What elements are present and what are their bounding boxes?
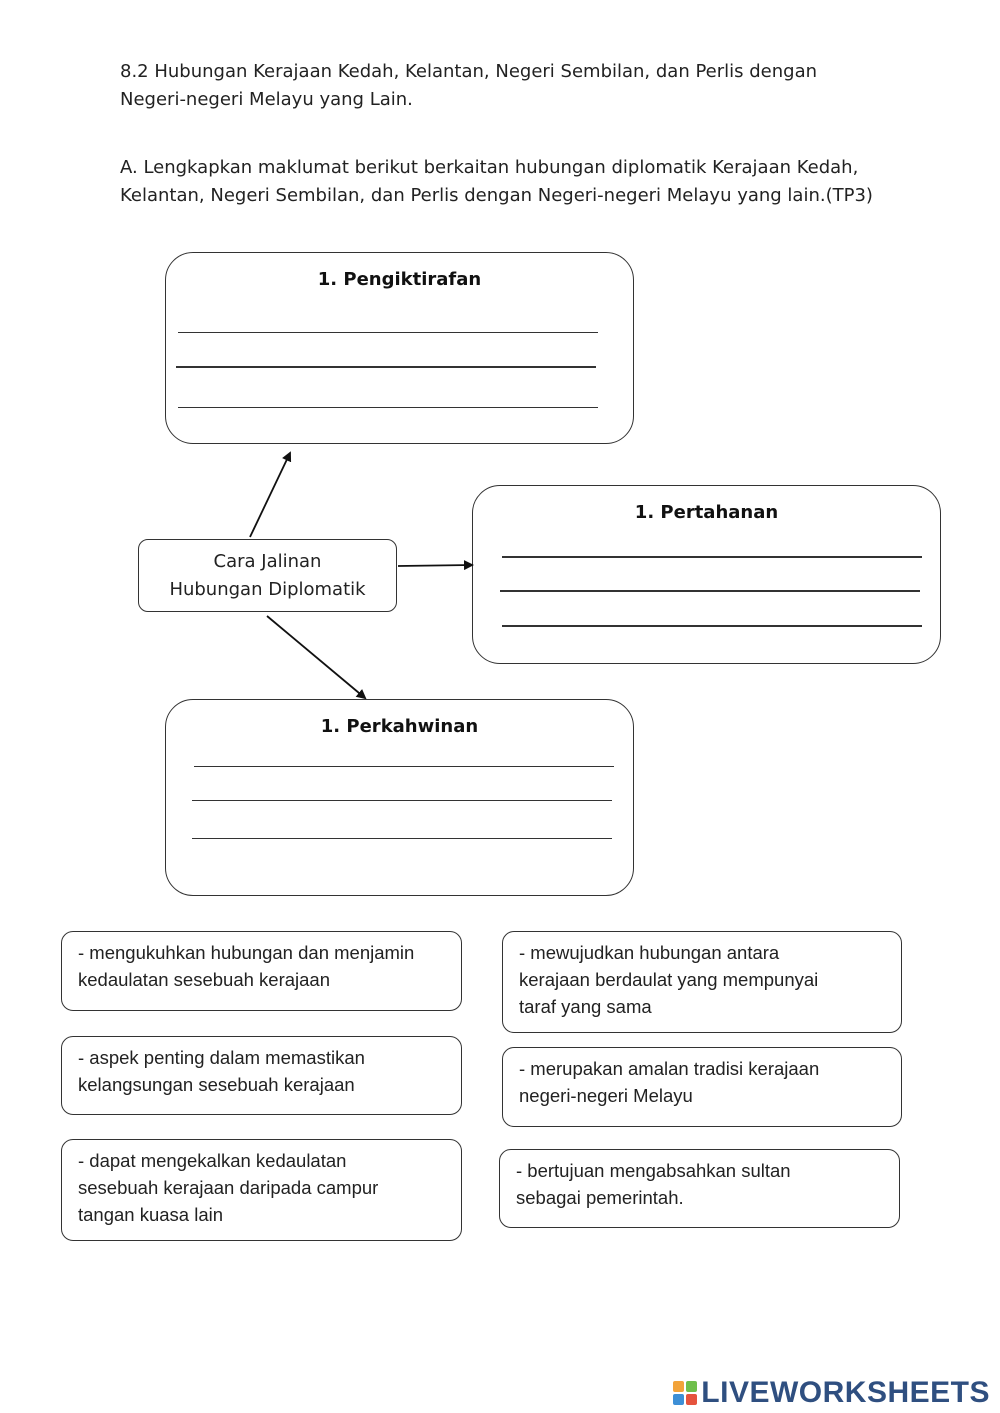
answer-text-line: - bertujuan mengabsahkan sultan <box>516 1160 791 1181</box>
answer-text-line: kerajaan berdaulat yang mempunyai <box>519 969 819 990</box>
box-pengiktirafan-title: 1. Pengiktirafan <box>317 269 482 290</box>
logo-icon <box>673 1381 698 1405</box>
answer-text-line: - dapat mengekalkan kedaulatan <box>78 1150 347 1171</box>
instruction-text: A. Lengkapkan maklumat berikut berkaitan… <box>120 154 873 210</box>
arrow-to-pertahanan <box>397 560 474 571</box>
box-pertahanan: 1. Pertahanan <box>472 485 941 664</box>
answer-text-line: - merupakan amalan tradisi kerajaan <box>519 1058 820 1079</box>
answer-text-line: kedaulatan sesebuah kerajaan <box>78 969 330 990</box>
box-pengiktirafan: 1. Pengiktirafan <box>165 252 634 444</box>
answer-text-line: sesebuah kerajaan daripada campur <box>78 1177 379 1198</box>
arrow-to-perkahwinan <box>266 615 367 700</box>
answer-line[interactable] <box>502 556 922 558</box>
instruction-line-1: A. Lengkapkan maklumat berikut berkaitan… <box>120 157 859 178</box>
answer-line[interactable] <box>178 332 598 333</box>
answer-text-line: - aspek penting dalam memastikan <box>78 1047 365 1068</box>
answer-text-line: tangan kuasa lain <box>78 1204 224 1225</box>
box-perkahwinan: 1. Perkahwinan <box>165 699 634 896</box>
answer-card-right-2[interactable]: - merupakan amalan tradisi kerajaan nege… <box>502 1047 902 1127</box>
center-node-line-1: Cara Jalinan <box>213 551 322 572</box>
answer-line[interactable] <box>502 625 922 627</box>
brand-text: LIVEWORKSHEETS <box>701 1376 990 1409</box>
answer-line[interactable] <box>500 590 920 592</box>
answer-text-line: negeri-negeri Melayu <box>519 1085 693 1106</box>
box-perkahwinan-title: 1. Perkahwinan <box>320 716 479 737</box>
answer-card-right-1[interactable]: - mewujudkan hubungan antara kerajaan be… <box>502 931 902 1033</box>
answer-text-line: kelangsungan sesebuah kerajaan <box>78 1074 355 1095</box>
section-title-line-1: 8.2 Hubungan Kerajaan Kedah, Kelantan, N… <box>120 61 818 82</box>
liveworksheets-logo: LIVEWORKSHEETS <box>673 1376 990 1410</box>
instruction-line-2: Kelantan, Negeri Sembilan, dan Perlis de… <box>120 185 873 206</box>
answer-line[interactable] <box>192 838 612 839</box>
answer-card-left-1[interactable]: - mengukuhkan hubungan dan menjamin keda… <box>61 931 462 1011</box>
answer-card-left-2[interactable]: - aspek penting dalam memastikan kelangs… <box>61 1036 462 1115</box>
center-node: Cara Jalinan Hubungan Diplomatik <box>138 539 397 612</box>
box-pertahanan-title: 1. Pertahanan <box>634 502 779 523</box>
section-title-line-2: Negeri-negeri Melayu yang Lain. <box>120 89 413 110</box>
answer-text-line: taraf yang sama <box>519 996 652 1017</box>
arrow-to-pengiktirafan <box>249 451 292 538</box>
answer-text-line: - mewujudkan hubungan antara <box>519 942 780 963</box>
answer-line[interactable] <box>178 407 598 408</box>
answer-card-right-3[interactable]: - bertujuan mengabsahkan sultan sebagai … <box>499 1149 900 1228</box>
section-title: 8.2 Hubungan Kerajaan Kedah, Kelantan, N… <box>120 58 817 114</box>
answer-text-line: sebagai pemerintah. <box>516 1187 684 1208</box>
center-node-line-2: Hubungan Diplomatik <box>169 579 366 600</box>
answer-line[interactable] <box>194 766 614 767</box>
answer-card-left-3[interactable]: - dapat mengekalkan kedaulatan sesebuah … <box>61 1139 462 1241</box>
answer-line[interactable] <box>192 800 612 801</box>
answer-line[interactable] <box>176 366 596 368</box>
answer-text-line: - mengukuhkan hubungan dan menjamin <box>78 942 415 963</box>
